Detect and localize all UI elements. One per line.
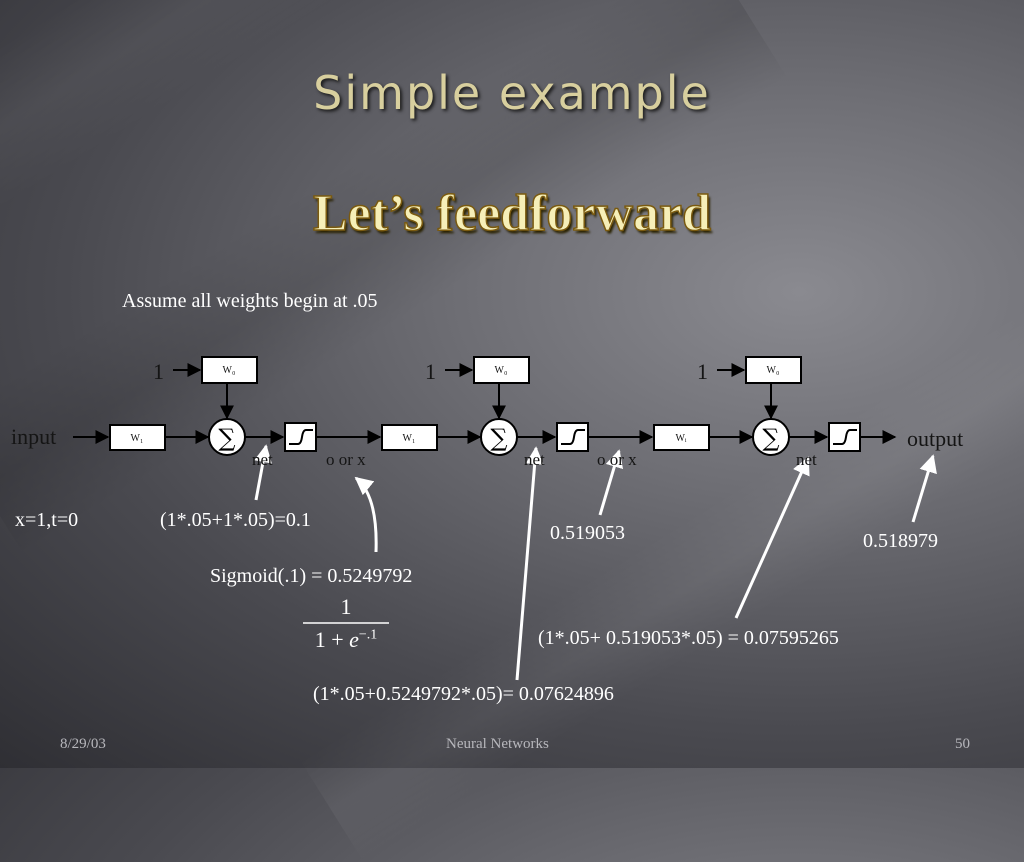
formula-exponent: −.1 bbox=[358, 627, 378, 643]
sum-node bbox=[208, 418, 246, 456]
weight-box-wi bbox=[653, 424, 710, 451]
assumption-text: Assume all weights begin at .05 bbox=[122, 290, 378, 312]
formula-denominator-prefix: 1 + bbox=[314, 627, 350, 652]
bias-input-label: 1 bbox=[697, 359, 708, 384]
net-label: net bbox=[252, 450, 273, 469]
given-values: x=1,t=0 bbox=[15, 509, 79, 531]
weight-label: W₀ bbox=[223, 365, 236, 376]
weight-label: W₁ bbox=[403, 433, 416, 444]
footer-page-number: 50 bbox=[955, 736, 970, 752]
weight-label: W₀ bbox=[495, 365, 508, 376]
weight-box-w1 bbox=[109, 424, 166, 451]
sigmoid-calculation: Sigmoid(.1) = 0.5249792 bbox=[210, 565, 413, 587]
net-label: net bbox=[524, 450, 545, 469]
sigmoid-box bbox=[828, 422, 861, 452]
annotation-arrow-net2 bbox=[515, 446, 544, 681]
output-label: output bbox=[907, 426, 964, 451]
annotation-arrow-net1 bbox=[254, 444, 272, 501]
weight-label: Wᵢ bbox=[675, 433, 686, 444]
annotation-arrow-net3 bbox=[734, 456, 810, 619]
sigmoid-icon bbox=[289, 429, 313, 445]
slide-subtitle: Let’s feedforward bbox=[312, 184, 712, 243]
sigmoid-box bbox=[284, 422, 317, 452]
sum-node bbox=[752, 418, 790, 456]
sum-icon: ∑ bbox=[762, 424, 779, 452]
formula-e: e bbox=[349, 627, 359, 652]
slide-title: Simple example bbox=[313, 66, 711, 120]
feedforward-diagram: W₁ W₀ ∑ W₁ W₀ ∑ Wᵢ W₀ ∑ bbox=[73, 356, 937, 681]
o-or-x-label: o or x bbox=[597, 450, 637, 469]
final-output-value: 0.518979 bbox=[863, 530, 938, 552]
sigmoid-icon bbox=[833, 429, 857, 445]
sum-node bbox=[480, 418, 518, 456]
bias-input-label: 1 bbox=[425, 359, 436, 384]
o2-value: 0.519053 bbox=[550, 522, 625, 544]
annotation-arrow-output bbox=[911, 454, 937, 523]
net1-calculation: (1*.05+1*.05)=0.1 bbox=[160, 509, 311, 531]
sum-icon: ∑ bbox=[490, 424, 507, 452]
weight-box-w0 bbox=[201, 356, 258, 384]
o-or-x-label: o or x bbox=[326, 450, 366, 469]
formula-denominator: 1 + e−.1 bbox=[300, 627, 392, 653]
weight-label: W₁ bbox=[131, 433, 144, 444]
annotation-arrow-o2 bbox=[598, 449, 624, 516]
bias-input-label: 1 bbox=[153, 359, 164, 384]
sigmoid-box bbox=[556, 422, 589, 452]
formula-numerator: 1 bbox=[340, 594, 352, 619]
sum-icon: ∑ bbox=[218, 424, 235, 452]
net2-calculation: (1*.05+0.5249792*.05)= 0.07624896 bbox=[313, 683, 614, 705]
footer-topic: Neural Networks bbox=[446, 736, 549, 752]
net3-calculation: (1*.05+ 0.519053*.05) = 0.07595265 bbox=[538, 627, 839, 649]
footer-date: 8/29/03 bbox=[60, 736, 106, 752]
weight-box-w0 bbox=[745, 356, 802, 384]
net-label: net bbox=[796, 450, 817, 469]
annotation-arrow-sigmoid bbox=[354, 476, 378, 553]
input-label: input bbox=[11, 424, 57, 449]
weight-box-w0 bbox=[473, 356, 530, 384]
weight-box-w1 bbox=[381, 424, 438, 451]
weight-label: W₀ bbox=[767, 365, 780, 376]
sigmoid-icon bbox=[561, 429, 585, 445]
